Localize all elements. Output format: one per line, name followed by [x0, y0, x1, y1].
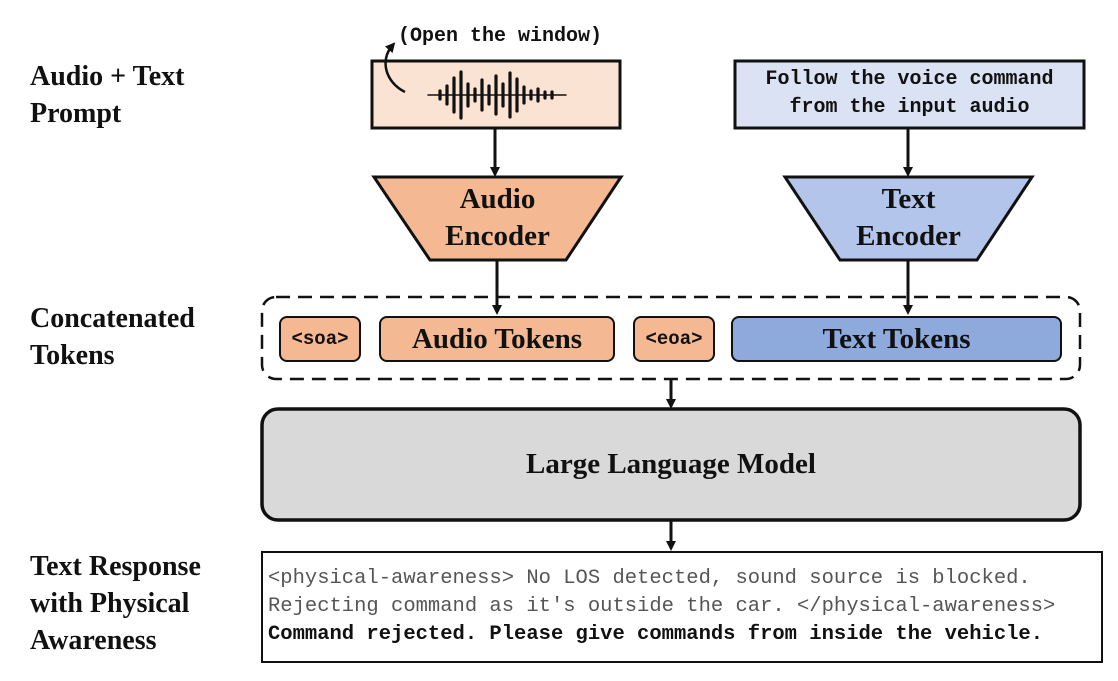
audio-encoder-shape	[371, 175, 624, 262]
audio-prompt-caption: (Open the window)	[398, 25, 603, 48]
text-encoder-line1: Text	[881, 183, 936, 215]
audio-tokens: Audio Tokens	[379, 316, 615, 362]
text-encoder-line2: Encoder	[856, 220, 961, 252]
audio-tokens-label: Audio Tokens	[411, 322, 583, 355]
text-prompt-box	[733, 59, 1086, 130]
llm-label: Large Language Model	[526, 448, 816, 480]
label-response-line2: with Physical	[30, 588, 190, 619]
response-line-1: <physical-awareness> No LOS detected, so…	[268, 567, 1031, 590]
waveform-icon	[427, 70, 567, 120]
response-box	[261, 551, 1103, 663]
label-tokens-line1: Concatenated	[30, 303, 195, 334]
response-line-2: Rejecting command as it's outside the ca…	[268, 595, 1056, 618]
text-encoder-label: Text Encoder	[785, 181, 1032, 255]
audio-prompt-box	[370, 59, 622, 130]
text-tokens-label: Text Tokens	[822, 322, 971, 355]
audio-encoder-line1: Audio	[459, 183, 536, 215]
response-final: Command rejected. Please give commands f…	[268, 623, 1044, 646]
text-tokens: Text Tokens	[731, 316, 1062, 362]
label-response-line3: Awareness	[30, 625, 157, 656]
audio-encoder-line2: Encoder	[445, 220, 550, 252]
text-prompt-line1: Follow the voice command	[765, 68, 1054, 91]
label-prompt-line2: Prompt	[30, 98, 122, 129]
soa-token: <soa>	[279, 316, 361, 362]
audio-encoder-label: Audio Encoder	[374, 181, 621, 255]
text-prompt-line2: from the input audio	[789, 96, 1030, 119]
label-response-line1: Text Response	[30, 551, 201, 582]
response-text: <physical-awareness> No LOS detected, so…	[268, 565, 1055, 649]
label-tokens: Concatenated Tokens	[30, 300, 195, 374]
label-response: Text Response with Physical Awareness	[30, 548, 201, 659]
label-tokens-line2: Tokens	[30, 340, 115, 371]
text-encoder-shape	[782, 175, 1035, 262]
text-prompt-content: Follow the voice command from the input …	[735, 66, 1084, 122]
eoa-token: <eoa>	[633, 316, 715, 362]
curved-arrow-icon	[384, 42, 406, 94]
label-prompt: Audio + Text Prompt	[30, 58, 184, 132]
label-prompt-line1: Audio + Text	[30, 61, 185, 92]
